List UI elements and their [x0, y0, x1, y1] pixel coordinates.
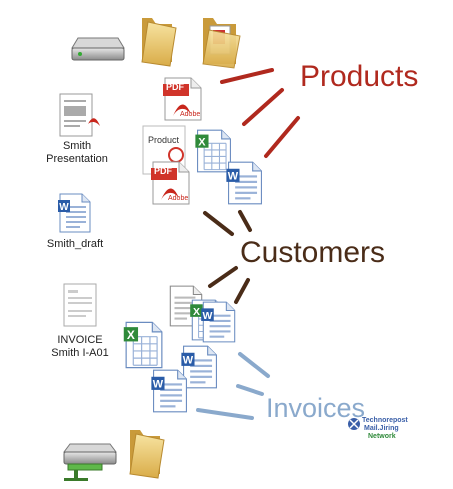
- smith-draft-label: Smith_draft: [46, 238, 104, 250]
- excel-doc-icon[interactable]: [123, 321, 163, 369]
- word-doc-icon[interactable]: [150, 369, 188, 413]
- products-connectors: [220, 68, 300, 158]
- invoices-connectors: [196, 352, 270, 420]
- folder-with-papers-icon[interactable]: [202, 18, 241, 69]
- pdf-badge-bottom: Adobe: [168, 195, 189, 202]
- invoice-doc-icon[interactable]: [63, 283, 97, 327]
- network-drive-icon[interactable]: [63, 443, 117, 481]
- watermark-line1: Technorepost: [362, 417, 408, 424]
- category-products: Products: [300, 60, 419, 93]
- customers-connectors: [203, 210, 252, 304]
- word-doc-icon[interactable]: [200, 301, 236, 343]
- watermark-logo: [348, 418, 360, 430]
- product-doc-label: Product: [148, 135, 180, 145]
- word-doc-icon[interactable]: [226, 161, 262, 205]
- pdf-badge-top: PDF: [154, 166, 172, 176]
- drive-icon[interactable]: [71, 37, 125, 61]
- presentation-pdf-icon[interactable]: [59, 93, 100, 137]
- pdf-badge-bottom: Adobe: [180, 111, 201, 118]
- folder-icon[interactable]: [129, 430, 165, 479]
- watermark-line2: Mail.Jiring: [364, 425, 399, 432]
- smith-draft-word-icon[interactable]: [58, 193, 91, 233]
- invoice-label: INVOICE Smith I-A01: [51, 334, 109, 359]
- smith-presentation-label: Smith Presentation: [46, 140, 108, 165]
- watermark-line3: Network: [368, 433, 396, 440]
- folder-icon[interactable]: [141, 18, 177, 67]
- pdf-badge-top: PDF: [166, 82, 184, 92]
- category-invoices: Invoices: [266, 393, 366, 423]
- excel-doc-icon[interactable]: [194, 129, 232, 173]
- category-customers: Customers: [240, 236, 386, 269]
